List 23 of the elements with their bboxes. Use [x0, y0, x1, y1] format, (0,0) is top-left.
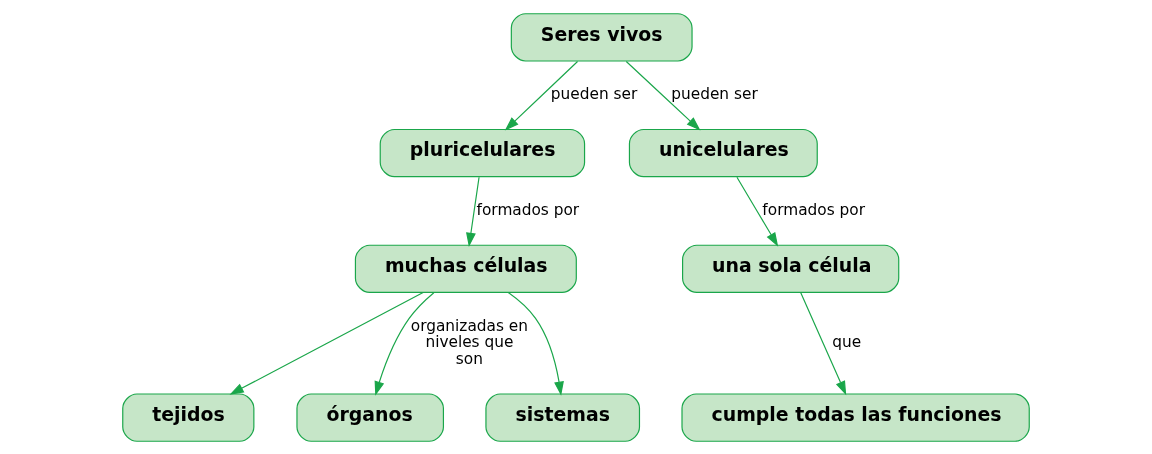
arrow — [507, 291, 564, 396]
node-box: una sola célula — [682, 244, 900, 293]
arrow — [736, 176, 779, 247]
edge-label: pueden ser — [550, 84, 638, 103]
arrow — [466, 176, 480, 247]
node-box: Seres vivos — [510, 12, 693, 62]
edge-label: organizadas en niveles que son — [410, 316, 529, 368]
node-box: tejidos — [122, 392, 255, 442]
edge-label: pueden ser — [671, 84, 758, 103]
node-box: muchas células — [354, 244, 577, 293]
arrow — [504, 60, 579, 131]
arrow — [625, 60, 701, 131]
node-box: pluricelulares — [379, 128, 586, 177]
node-box: sistemas — [485, 392, 641, 442]
edge-label: que — [832, 332, 862, 351]
node-box: órganos — [296, 392, 444, 442]
edge-label: formados por — [476, 200, 580, 219]
arrow — [374, 291, 435, 396]
arrow — [229, 291, 424, 395]
edge-label: formados por — [762, 200, 866, 219]
node-box: unicelulares — [628, 128, 818, 177]
node-box: cumple todas las funciones — [681, 392, 1030, 442]
arrow — [800, 291, 847, 395]
